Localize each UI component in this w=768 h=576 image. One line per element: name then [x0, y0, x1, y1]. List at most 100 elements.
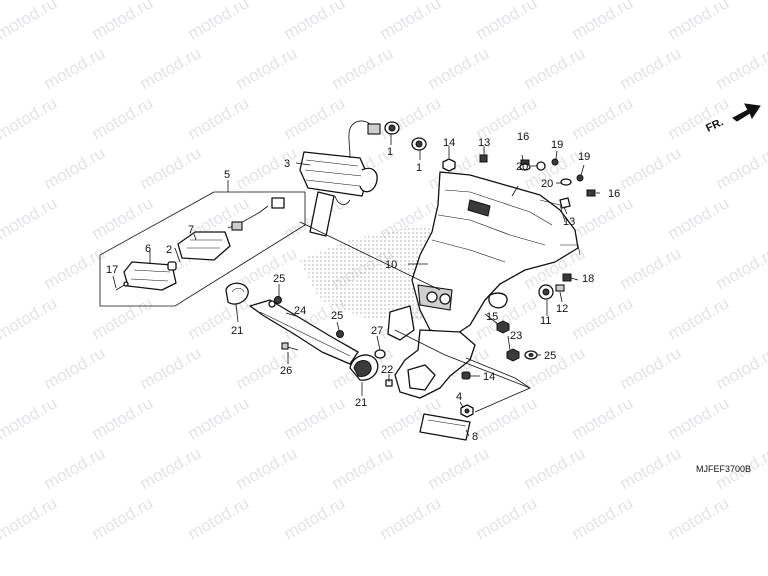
callout-2: 2 [166, 244, 172, 256]
callout-12: 12 [556, 303, 568, 315]
callout-25b: 25 [331, 310, 343, 322]
callout-27: 27 [371, 325, 383, 337]
washer-25-left [274, 296, 282, 304]
watermark-text: motod.ru [89, 393, 157, 443]
callout-7: 7 [188, 224, 194, 236]
watermark-text: motod.ru [89, 293, 157, 343]
watermark-text: motod.ru [281, 393, 349, 443]
watermark-text: motod.ru [0, 0, 60, 43]
callout-24: 24 [294, 305, 306, 317]
callout-16b: 16 [608, 188, 620, 200]
watermark-text: motod.ru [569, 393, 637, 443]
diagram-code: MJFEF3700B [696, 464, 751, 474]
watermark-text: motod.ru [713, 143, 768, 193]
watermark-text: motod.ru [41, 143, 109, 193]
callout-15: 15 [486, 311, 498, 323]
callout-25c: 25 [544, 350, 556, 362]
watermark-text: motod.ru [713, 43, 768, 93]
callout-10: 10 [385, 259, 397, 271]
watermark-text: motod.ru [377, 0, 445, 43]
callout-1b: 1 [416, 162, 422, 174]
grommet-11 [538, 284, 554, 300]
nut-14-lower [461, 371, 471, 380]
watermark-text: motod.ru [185, 393, 253, 443]
watermark-text: motod.ru [0, 293, 60, 343]
watermark-text: motod.ru [0, 93, 60, 143]
reflector-21a [225, 282, 249, 305]
callout-20a: 20 [516, 161, 528, 173]
callout-14b: 14 [483, 371, 495, 383]
callout-4: 4 [456, 391, 462, 403]
watermark-text: motod.ru [233, 443, 301, 493]
watermark-text: motod.ru [137, 443, 205, 493]
reflector-21b [349, 354, 379, 381]
callout-19a: 19 [551, 139, 563, 151]
watermark-text: motod.ru [473, 493, 541, 543]
watermark-text: motod.ru [89, 93, 157, 143]
watermark-text: motod.ru [0, 193, 60, 243]
callout-21b: 21 [355, 397, 367, 409]
watermark-text: motod.ru [281, 0, 349, 43]
fr-arrow-icon [732, 103, 761, 122]
watermark-text: motod.ru [425, 43, 493, 93]
watermark-text: motod.ru [41, 343, 109, 393]
collar-12 [555, 284, 565, 292]
screw-17 [115, 281, 129, 291]
grommet-1b [411, 137, 427, 151]
watermark-text: motod.ru [617, 443, 685, 493]
callout-13b: 13 [563, 216, 575, 228]
nut-18 [562, 273, 572, 282]
collar-27-small [374, 349, 386, 359]
watermark-text: motod.ru [713, 243, 768, 293]
watermark-text: motod.ru [137, 343, 205, 393]
rear-fender [411, 171, 581, 336]
watermark-text: motod.ru [425, 443, 493, 493]
callout-3: 3 [284, 158, 290, 170]
watermark-text: motod.ru [713, 343, 768, 393]
watermark-text: motod.ru [569, 293, 637, 343]
nut-23 [506, 348, 520, 362]
watermark-text: motod.ru [329, 43, 397, 93]
watermark-text: motod.ru [617, 43, 685, 93]
watermark-text: motod.ru [521, 43, 589, 93]
hardware-top [442, 154, 596, 209]
watermark-text: motod.ru [137, 143, 205, 193]
watermark-text: motod.ru [665, 93, 733, 143]
watermark-text: motod.ru [665, 293, 733, 343]
callout-1a: 1 [387, 146, 393, 158]
watermark-text: motod.ru [89, 0, 157, 43]
callout-11: 11 [540, 315, 551, 327]
watermark-text: motod.ru [665, 193, 733, 243]
callout-19b: 19 [578, 151, 590, 163]
collar-27 [387, 305, 415, 341]
watermark-text: motod.ru [185, 0, 253, 43]
watermark-text: motod.ru [473, 93, 541, 143]
callout-14a: 14 [443, 137, 455, 149]
tail-light-assembly [299, 120, 381, 237]
nut-4 [460, 404, 474, 418]
washer-25-mid [336, 330, 344, 338]
callout-20b: 20 [541, 178, 553, 190]
license-light-housing [177, 197, 285, 261]
watermark-text: motod.ru [569, 193, 637, 243]
watermark-text: motod.ru [89, 493, 157, 543]
watermark-text: motod.ru [665, 393, 733, 443]
callout-23: 23 [510, 330, 522, 342]
watermark-text: motod.ru [281, 93, 349, 143]
callout-17: 17 [106, 264, 118, 276]
callout-25a: 25 [273, 273, 285, 285]
watermark-text: motod.ru [569, 493, 637, 543]
watermark-text: motod.ru [137, 43, 205, 93]
group-5-bracket [99, 191, 306, 307]
watermark-text: motod.ru [521, 443, 589, 493]
watermark-text: motod.ru [329, 443, 397, 493]
watermark-text: motod.ru [377, 93, 445, 143]
grommet-1a [384, 121, 400, 135]
washer-25-right [524, 350, 538, 360]
callout-21a: 21 [231, 325, 243, 337]
watermark-text: motod.ru [281, 493, 349, 543]
watermark-text: motod.ru [617, 343, 685, 393]
watermark-text: motod.ru [473, 393, 541, 443]
callout-6: 6 [145, 243, 151, 255]
